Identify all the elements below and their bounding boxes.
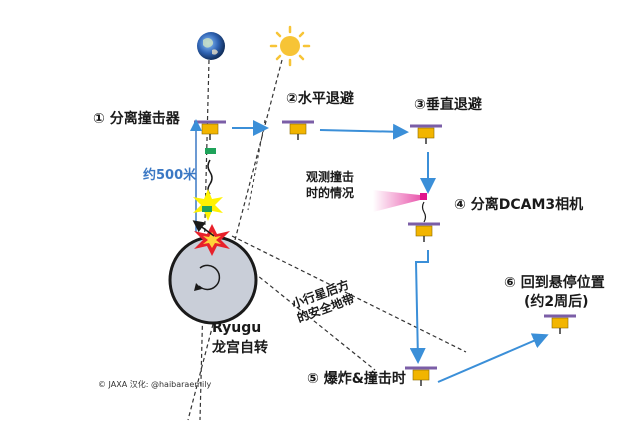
credit-text: © JAXA 汉化: @haibaraemily	[98, 380, 212, 389]
path-arrow-4-5	[409, 250, 429, 364]
safe-zone-line-upper	[231, 235, 467, 353]
label-asteroid-name: Ryugu	[212, 320, 262, 336]
spacecraft-icon	[410, 124, 442, 144]
spacecraft-icon	[194, 120, 226, 140]
spacecraft-icon	[408, 222, 440, 242]
impactor-icon	[205, 148, 216, 154]
label-step5: ⑤ 爆炸&撞击时	[307, 371, 406, 387]
label-step6-line1: ⑥ 回到悬停位置	[504, 275, 605, 291]
spacecraft-icon	[282, 120, 314, 140]
impactor-body	[202, 206, 212, 212]
label-distance: 约500米	[143, 168, 197, 183]
camera-tether	[421, 201, 427, 223]
label-step4: ④ 分离DCAM3相机	[454, 197, 584, 213]
sun-icon	[269, 25, 311, 67]
earth-icon	[197, 32, 225, 60]
label-observe-line1: 观测撞击	[306, 170, 355, 184]
ejecta-arrow	[192, 220, 215, 237]
label-step6-line2: (约2周后)	[524, 294, 589, 310]
label-step2: ②水平退避	[286, 91, 354, 107]
sun-ray-line	[247, 119, 266, 211]
label-step3: ③垂直退避	[414, 97, 482, 113]
label-rotation: 龙宫自转	[212, 340, 268, 356]
explosion-flash-icon	[193, 189, 223, 221]
path-arrow-5-6	[437, 333, 549, 383]
label-step1: ① 分离撞击器	[93, 111, 180, 127]
label-observe-line2: 时的情况	[306, 186, 355, 200]
spacecraft-icon	[405, 366, 437, 386]
sun-direction-line	[187, 59, 283, 421]
explosion-icon	[194, 224, 230, 256]
spacecraft-icon	[544, 314, 576, 334]
impactor-trajectory	[207, 159, 213, 195]
rotation-arrow-icon	[198, 264, 221, 291]
camera-icon	[420, 193, 427, 200]
camera-observation-beam	[373, 190, 420, 212]
path-arrow-2-3	[319, 123, 409, 140]
